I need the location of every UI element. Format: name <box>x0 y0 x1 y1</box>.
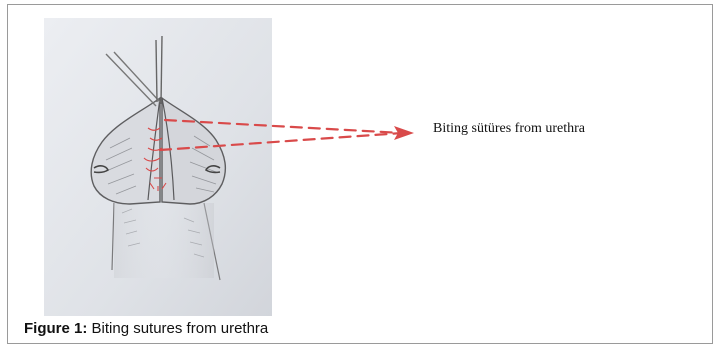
caption-text: Biting sutures from urethra <box>92 320 269 337</box>
caption-label: Figure 1: <box>24 320 87 337</box>
callout-label: Biting sütüres from urethra <box>433 121 585 137</box>
figure-caption: Figure 1: Biting sutures from urethra <box>24 320 268 337</box>
